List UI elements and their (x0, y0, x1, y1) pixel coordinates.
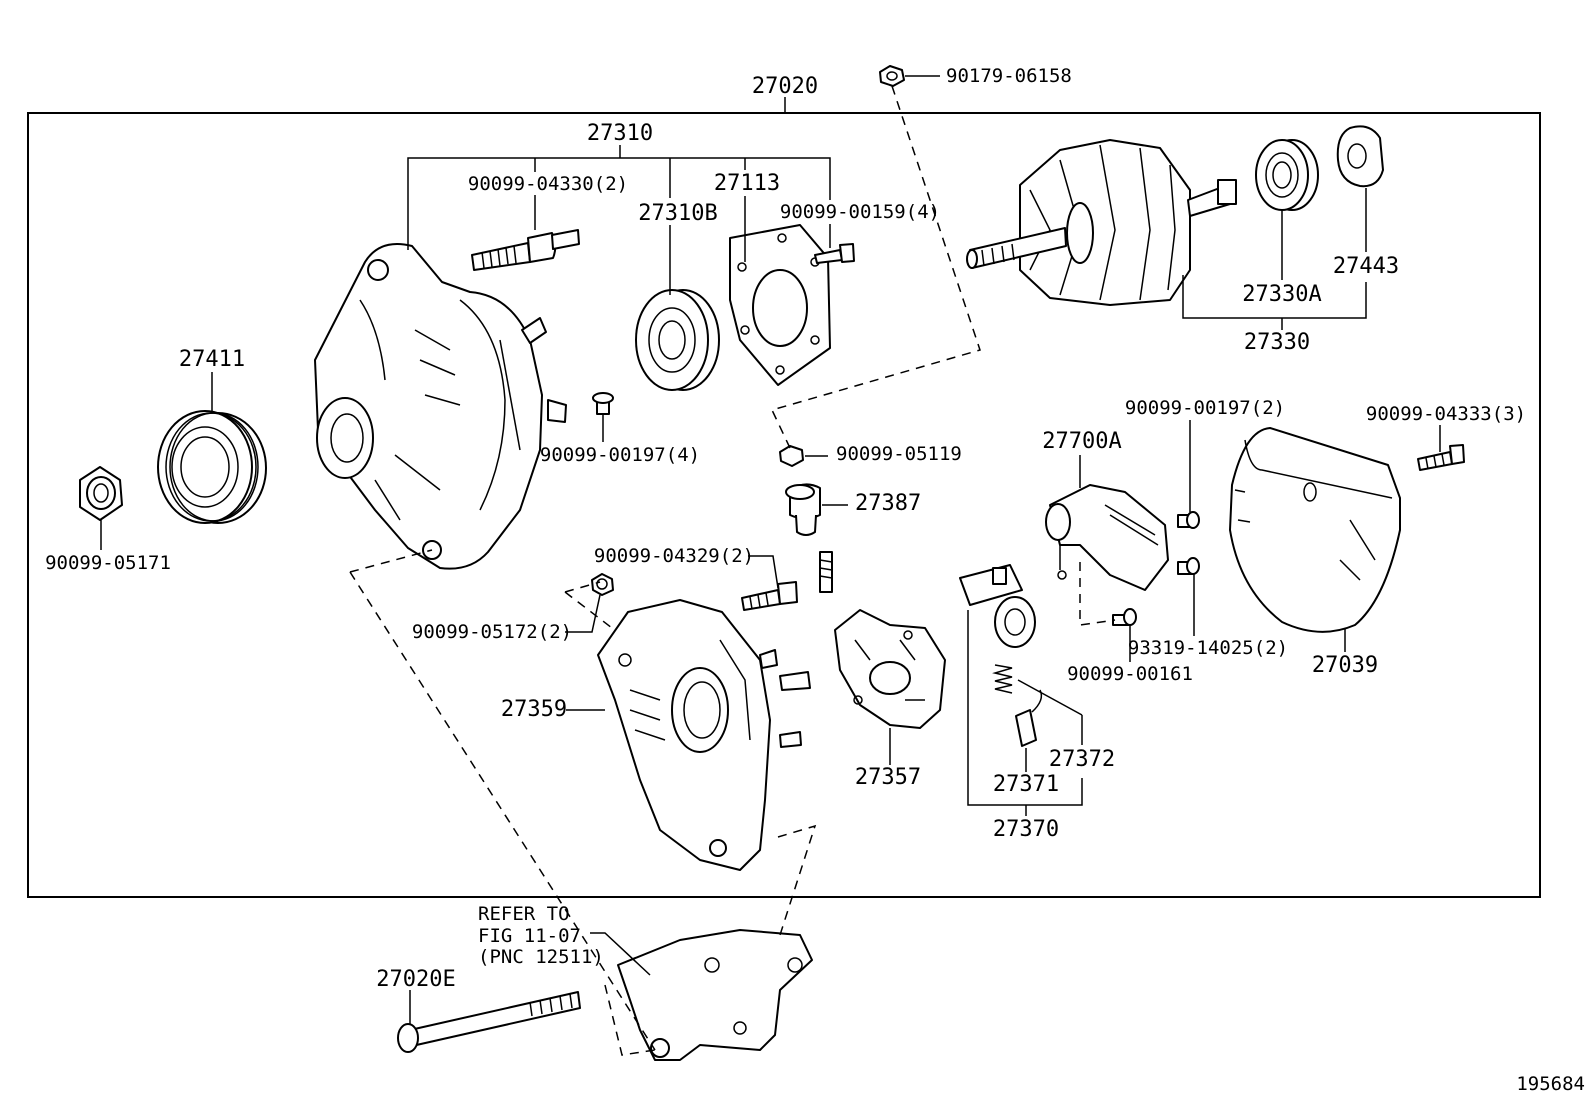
label-90099-00197-b: 90099-00197(2) (1125, 397, 1285, 419)
label-90099-05172: 90099-05172(2) (412, 621, 572, 643)
label-27020E: 27020E (376, 967, 455, 992)
label-27330: 27330 (1244, 330, 1310, 355)
bolt-04330 (471, 229, 580, 271)
drive-end-frame-27310 (314, 243, 567, 570)
label-27310B: 27310B (638, 201, 717, 226)
assembly-border (27, 112, 1541, 898)
stator-bolt-06158 (879, 65, 905, 87)
alignment-lines (349, 85, 1116, 1056)
spring-27372 (992, 664, 1013, 694)
label-27371: 27371 (993, 772, 1059, 797)
screw-00161 (1112, 608, 1137, 626)
screw-00159 (814, 243, 855, 264)
label-90099-00161: 90099-00161 (1067, 663, 1193, 685)
screw-00197-a (592, 392, 614, 415)
rectifier-end-frame-27359 (597, 599, 811, 871)
mounting-bracket (617, 929, 813, 1061)
label-27700A: 27700A (1042, 429, 1121, 454)
label-refer-to-line2: FIG 11-07 (478, 925, 581, 947)
bushing-27387 (785, 483, 821, 536)
nut-05172 (591, 573, 614, 596)
brush-holder-27370 (959, 564, 1036, 648)
label-27357: 27357 (855, 765, 921, 790)
rotor-27330 (966, 139, 1237, 306)
screw-14025 (1177, 557, 1200, 575)
figure-number: 195684 (1516, 1073, 1585, 1095)
nut-05119 (779, 445, 804, 467)
through-bolt-27020E (397, 991, 581, 1053)
label-93319-14025: 93319-14025(2) (1128, 637, 1288, 659)
screw-00197-b (1177, 511, 1200, 529)
label-refer-to-line1: REFER TO (478, 903, 570, 925)
label-27443: 27443 (1333, 254, 1399, 279)
label-90099-04333: 90099-04333(3) (1366, 403, 1526, 425)
bearing-27330A (1255, 139, 1319, 211)
brush-27371 (1015, 689, 1043, 747)
rectifier-27357 (819, 551, 946, 729)
label-27387: 27387 (855, 491, 921, 516)
label-27359: 27359 (501, 697, 567, 722)
label-90179-06158: 90179-06158 (946, 65, 1072, 87)
label-90099-04330: 90099-04330(2) (468, 173, 628, 195)
label-27113: 27113 (714, 171, 780, 196)
bolt-04333 (1417, 444, 1465, 471)
regulator-27700A (1045, 484, 1169, 591)
label-27039: 27039 (1312, 653, 1378, 678)
label-27370: 27370 (993, 817, 1059, 842)
label-27372: 27372 (1049, 747, 1115, 772)
end-cover-27039 (1229, 427, 1401, 633)
label-90099-04329: 90099-04329(2) (594, 545, 754, 567)
label-27411: 27411 (179, 347, 245, 372)
nut-05171 (79, 466, 123, 521)
label-refer-to-line3: (PNC 12511) (478, 946, 604, 968)
label-90099-00159: 90099-00159(4) (780, 201, 940, 223)
label-27310: 27310 (587, 121, 653, 146)
pulley-27411 (157, 410, 267, 524)
bearing-cover-27443 (1336, 125, 1384, 188)
bearing-27310B (635, 289, 720, 391)
label-27330A: 27330A (1242, 282, 1321, 307)
label-90099-00197-a: 90099-00197(4) (540, 444, 700, 466)
label-27020: 27020 (752, 74, 818, 99)
bolt-04329 (741, 581, 798, 611)
leader-lines (100, 75, 1441, 1024)
label-90099-05119: 90099-05119 (836, 443, 962, 465)
retainer-27113 (729, 224, 831, 386)
label-90099-05171: 90099-05171 (45, 552, 171, 574)
